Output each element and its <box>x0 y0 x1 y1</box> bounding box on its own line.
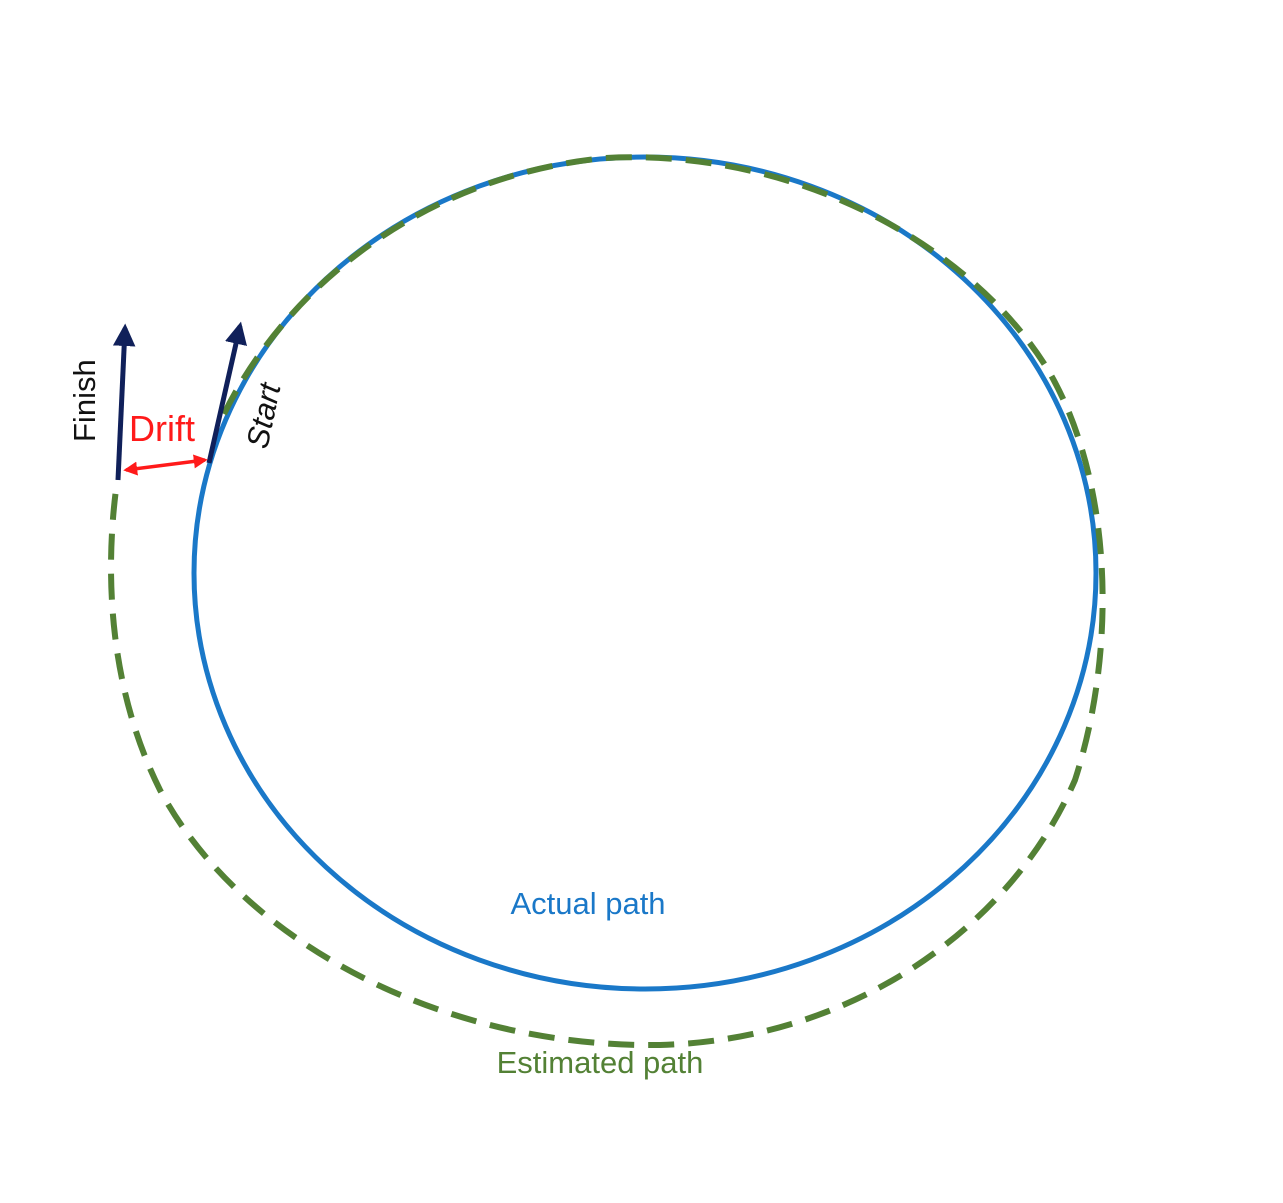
start-label: Start <box>240 379 288 452</box>
actual-path-circle <box>191 154 1099 992</box>
drift-label: Drift <box>129 408 195 449</box>
actual-path-label: Actual path <box>510 886 665 921</box>
estimated-path-curve <box>108 154 1106 1049</box>
start-arrow-icon <box>206 321 248 464</box>
finish-label: Finish <box>67 359 102 442</box>
drift-arrow-icon <box>123 454 208 476</box>
finish-arrow-icon <box>112 323 136 481</box>
estimated-path-label: Estimated path <box>497 1045 704 1080</box>
